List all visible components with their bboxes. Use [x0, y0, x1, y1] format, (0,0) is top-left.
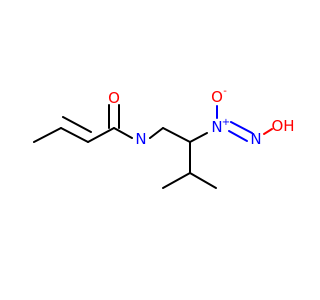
bond-c2-c3 [60, 127, 89, 143]
bond-c1-c2 [33, 127, 62, 143]
charge-minus: - [223, 86, 227, 97]
bond-c5-c6 [162, 127, 191, 143]
bond-c2-c3-double [62, 116, 92, 133]
atom-n-amide: N [135, 130, 146, 148]
bond-n-oh [263, 128, 273, 135]
atom-oh: OH [271, 117, 294, 135]
structure-canvas: O N N + O - N OH [33, 86, 295, 189]
bond-c4-n [113, 127, 133, 139]
bond-n-n-b [228, 130, 248, 142]
atom-o-carbonyl: O [108, 89, 120, 107]
atom-n-azo: N [250, 130, 261, 148]
charge-plus: + [222, 117, 230, 128]
bond-c7-c9 [189, 172, 217, 189]
bond-c6-n-oxide [189, 132, 208, 143]
bond-c3-c4 [87, 127, 115, 143]
bond-c7-c8 [162, 172, 191, 189]
bond-n-n-a [230, 121, 253, 134]
atom-n-oxide: N [211, 118, 222, 136]
atom-o-oxide: O [211, 88, 223, 106]
bond-n-c5 [149, 127, 164, 139]
molecule-diagram: O N N + O - N OH [33, 86, 295, 189]
